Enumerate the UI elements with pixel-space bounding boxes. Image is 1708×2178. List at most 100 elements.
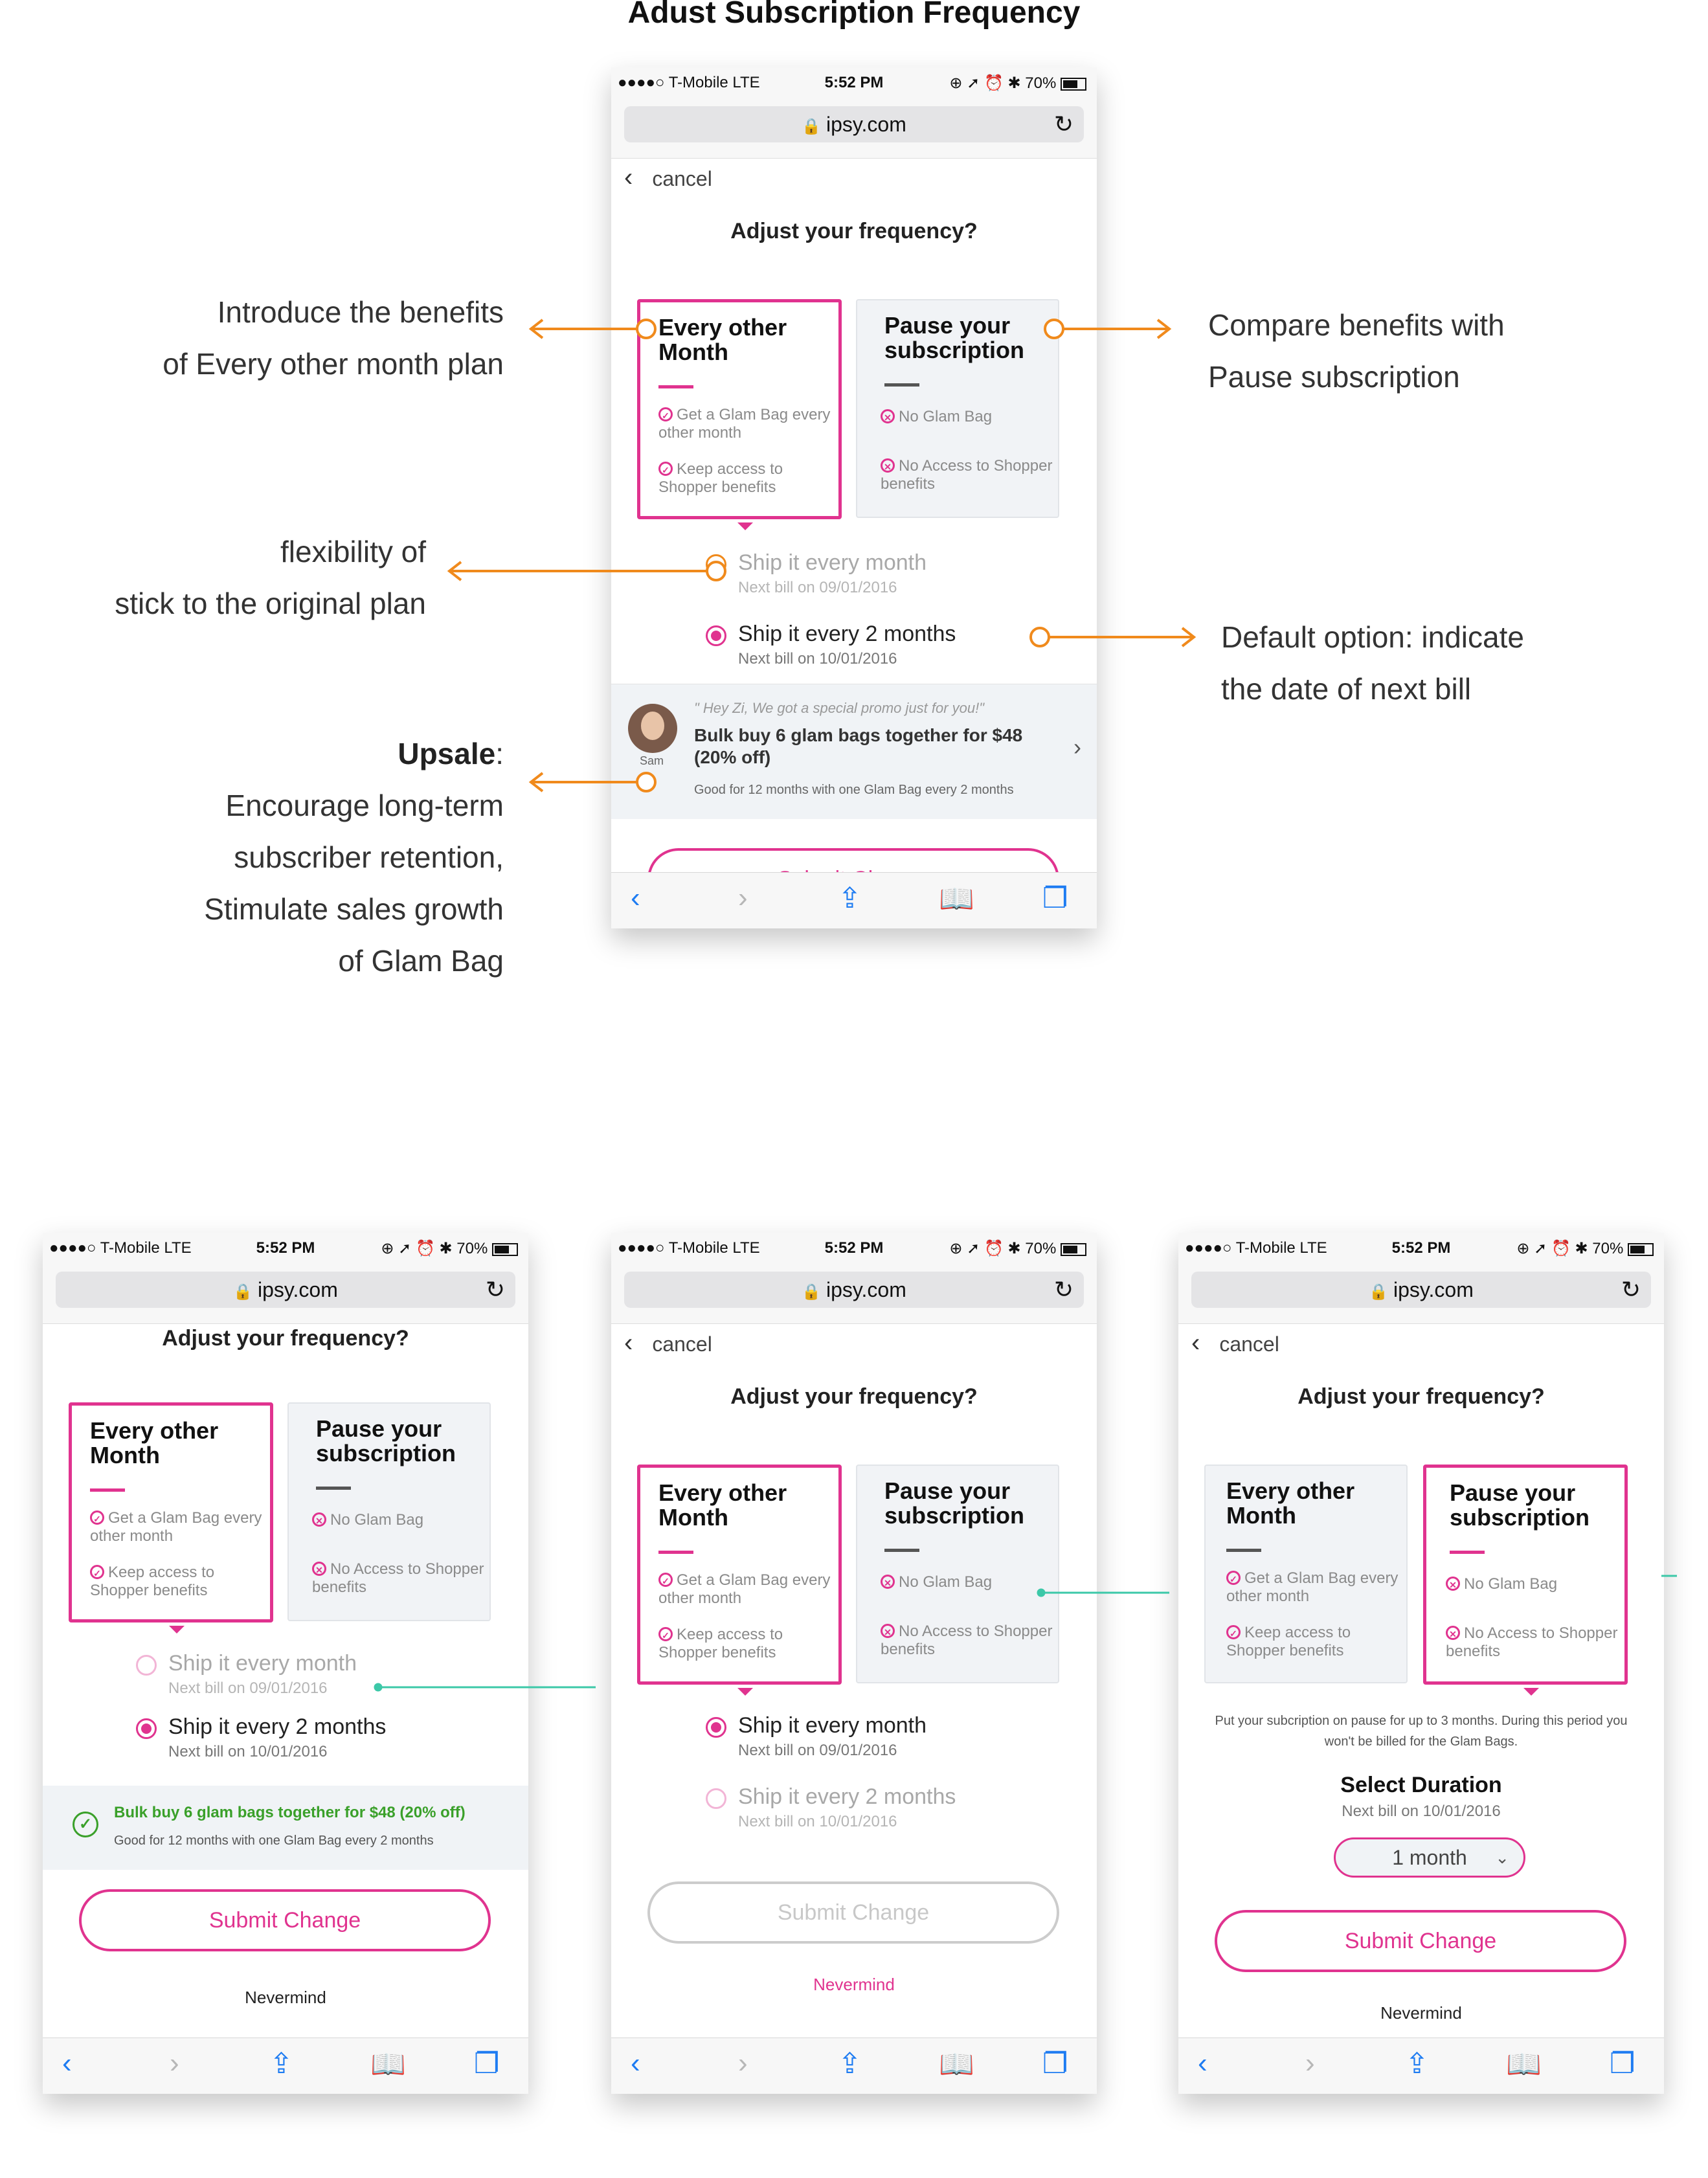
submit-change-button[interactable]: Submit Change: [79, 1889, 491, 1951]
option-label: Ship it every 2 months: [738, 622, 956, 646]
forward-icon[interactable]: ›: [738, 882, 748, 914]
card-pause-subscription[interactable]: Pause your subscription ✕No Glam Bag ✕No…: [856, 299, 1059, 518]
url-field[interactable]: 🔒ipsy.com ↻: [624, 106, 1084, 142]
benefit-item: ✕No Glam Bag: [881, 1573, 1055, 1591]
radio-button[interactable]: [706, 1788, 726, 1809]
forward-icon[interactable]: ›: [738, 2047, 748, 2079]
connector-dot: [374, 1683, 383, 1692]
share-icon[interactable]: ⇪: [1405, 2048, 1429, 2080]
reload-icon[interactable]: ↻: [1621, 1276, 1641, 1303]
x-circle-icon: ✕: [881, 1575, 895, 1589]
card-title: Every other Month: [658, 1479, 787, 1531]
tabs-icon[interactable]: ❐: [474, 2048, 500, 2080]
reload-icon[interactable]: ↻: [1053, 1276, 1073, 1303]
share-icon[interactable]: ⇪: [838, 2048, 862, 2080]
back-icon[interactable]: ‹: [631, 882, 640, 914]
cancel-link[interactable]: ‹cancel: [624, 1329, 712, 1358]
annotation-colon: :: [495, 737, 504, 770]
card-title: Pause your subscription: [316, 1415, 456, 1466]
card-every-other-month[interactable]: Every other Month ✓Get a Glam Bag every …: [637, 1465, 842, 1696]
share-icon[interactable]: ⇪: [838, 882, 862, 914]
benefit-item: ✓Get a Glam Bag every other month: [658, 1571, 833, 1608]
forward-icon[interactable]: ›: [170, 2047, 179, 2079]
bookmarks-icon[interactable]: 📖: [1506, 2049, 1542, 2080]
clock-text: 5:52 PM: [1391, 1239, 1451, 1257]
bookmarks-icon[interactable]: 📖: [939, 883, 974, 915]
nevermind-link[interactable]: Nevermind: [813, 1975, 895, 1994]
bookmarks-icon[interactable]: 📖: [370, 2049, 406, 2080]
submit-change-button[interactable]: Submit Change: [647, 1881, 1059, 1944]
status-bar: ●●●●○ T-Mobile LTE 5:52 PM ⊕ ➚ ⏰ ✱ 70%: [611, 67, 1097, 100]
card-pause-subscription[interactable]: Pause your subscription ✕No Glam Bag ✕No…: [287, 1402, 491, 1621]
url-field[interactable]: 🔒ipsy.com ↻: [56, 1272, 515, 1308]
phone-promo-applied: ●●●●○ T-Mobile LTE 5:52 PM ⊕ ➚ ⏰ ✱ 70% 🔒…: [43, 1233, 528, 2094]
forward-icon[interactable]: ›: [1305, 2047, 1315, 2079]
card-pause-subscription[interactable]: Pause your subscription ✕No Glam Bag ✕No…: [856, 1465, 1059, 1683]
status-bar: ●●●●○ T-Mobile LTE 5:52 PM ⊕ ➚ ⏰ ✱ 70%: [611, 1233, 1097, 1265]
duration-dropdown[interactable]: 1 month ⌄: [1334, 1837, 1525, 1878]
battery-icon: [492, 1242, 518, 1256]
option-next-bill: Next bill on 09/01/2016: [738, 1742, 897, 1759]
browser-toolbar: ‹ › ⇪ 📖 ❐: [611, 872, 1097, 928]
annotation-line: the date of next bill: [1221, 672, 1472, 706]
annotation-line: Introduce the benefits: [217, 295, 504, 329]
card-divider: [884, 1549, 919, 1552]
status-right: ⊕ ➚ ⏰ ✱ 70%: [381, 1239, 518, 1258]
page-title: Adust Subscription Frequency: [627, 0, 1081, 30]
promo-offer: Bulk buy 6 glam bags together for $48 (2…: [694, 725, 1023, 767]
battery-icon: [1061, 1242, 1086, 1256]
lock-icon: 🔒: [233, 1283, 253, 1301]
cancel-label: cancel: [652, 167, 712, 190]
check-circle-icon: ✓: [1226, 1625, 1241, 1639]
annotation-line: Default option: indicate: [1221, 620, 1524, 654]
card-divider: [316, 1487, 351, 1490]
annotation-pause: Compare benefits with Pause subscription: [1208, 299, 1505, 403]
share-icon[interactable]: ⇪: [269, 2048, 293, 2080]
frequency-heading: Adjust your frequency?: [162, 1326, 409, 1351]
promo-note: Good for 12 months with one Glam Bag eve…: [114, 1834, 434, 1848]
card-title: Pause your subscription: [884, 312, 1025, 363]
carrier-text: ●●●●○ T-Mobile LTE: [1185, 1239, 1327, 1257]
tabs-icon[interactable]: ❐: [1610, 2048, 1635, 2080]
status-right: ⊕ ➚ ⏰ ✱ 70%: [949, 74, 1086, 93]
card-pause-subscription[interactable]: Pause your subscription ✕No Glam Bag ✕No…: [1423, 1465, 1628, 1696]
reload-icon[interactable]: ↻: [485, 1276, 505, 1303]
annotation-line: Compare benefits with: [1208, 308, 1505, 342]
tabs-icon[interactable]: ❐: [1042, 2048, 1068, 2080]
card-every-other-month[interactable]: Every other Month ✓Get a Glam Bag every …: [1204, 1465, 1408, 1683]
benefit-text: No Access to Shopper benefits: [881, 1622, 1053, 1658]
radio-button-selected[interactable]: [706, 625, 726, 646]
chevron-down-icon: ⌄: [1495, 1848, 1509, 1867]
benefit-text: No Access to Shopper benefits: [312, 1560, 484, 1596]
x-circle-icon: ✕: [881, 409, 895, 423]
back-icon[interactable]: ‹: [62, 2047, 72, 2079]
card-every-other-month[interactable]: Every other Month ✓Get a Glam Bag every …: [69, 1402, 273, 1634]
nevermind-link[interactable]: Nevermind: [245, 1988, 326, 2007]
radio-button-selected[interactable]: [706, 1717, 726, 1738]
frequency-heading: Adjust your frequency?: [730, 1384, 978, 1409]
promo-banner[interactable]: Sam " Hey Zi, We got a special promo jus…: [611, 684, 1097, 819]
radio-button-selected[interactable]: [136, 1718, 157, 1739]
card-divider: [1226, 1549, 1261, 1552]
annotation-line: Pause subscription: [1208, 360, 1460, 394]
connector-dot: [1037, 1588, 1046, 1597]
chevron-right-icon[interactable]: ›: [1073, 734, 1081, 760]
tabs-icon[interactable]: ❐: [1042, 882, 1068, 914]
benefit-item: ✓Get a Glam Bag every other month: [90, 1509, 265, 1545]
option-label: Ship it every month: [738, 550, 927, 575]
bookmarks-icon[interactable]: 📖: [939, 2049, 974, 2080]
cancel-link[interactable]: ‹ cancel: [1191, 1329, 1279, 1358]
submit-change-button[interactable]: Submit Change: [1215, 1910, 1626, 1972]
cancel-link[interactable]: ‹cancel: [624, 163, 712, 192]
url-field[interactable]: 🔒ipsy.com ↻: [1191, 1272, 1651, 1308]
cancel-label: cancel: [1219, 1332, 1279, 1356]
radio-button[interactable]: [136, 1655, 157, 1676]
url-field[interactable]: 🔒ipsy.com ↻: [624, 1272, 1084, 1308]
nevermind-link[interactable]: Nevermind: [1380, 2003, 1462, 2023]
url-text: ipsy.com: [1393, 1278, 1474, 1301]
card-every-other-month[interactable]: Every other Month ✓Get a Glam Bag every …: [637, 299, 842, 530]
back-icon[interactable]: ‹: [1198, 2047, 1208, 2079]
chevron-left-icon: ‹: [1191, 1329, 1200, 1357]
reload-icon[interactable]: ↻: [1053, 111, 1073, 137]
back-icon[interactable]: ‹: [631, 2047, 640, 2079]
